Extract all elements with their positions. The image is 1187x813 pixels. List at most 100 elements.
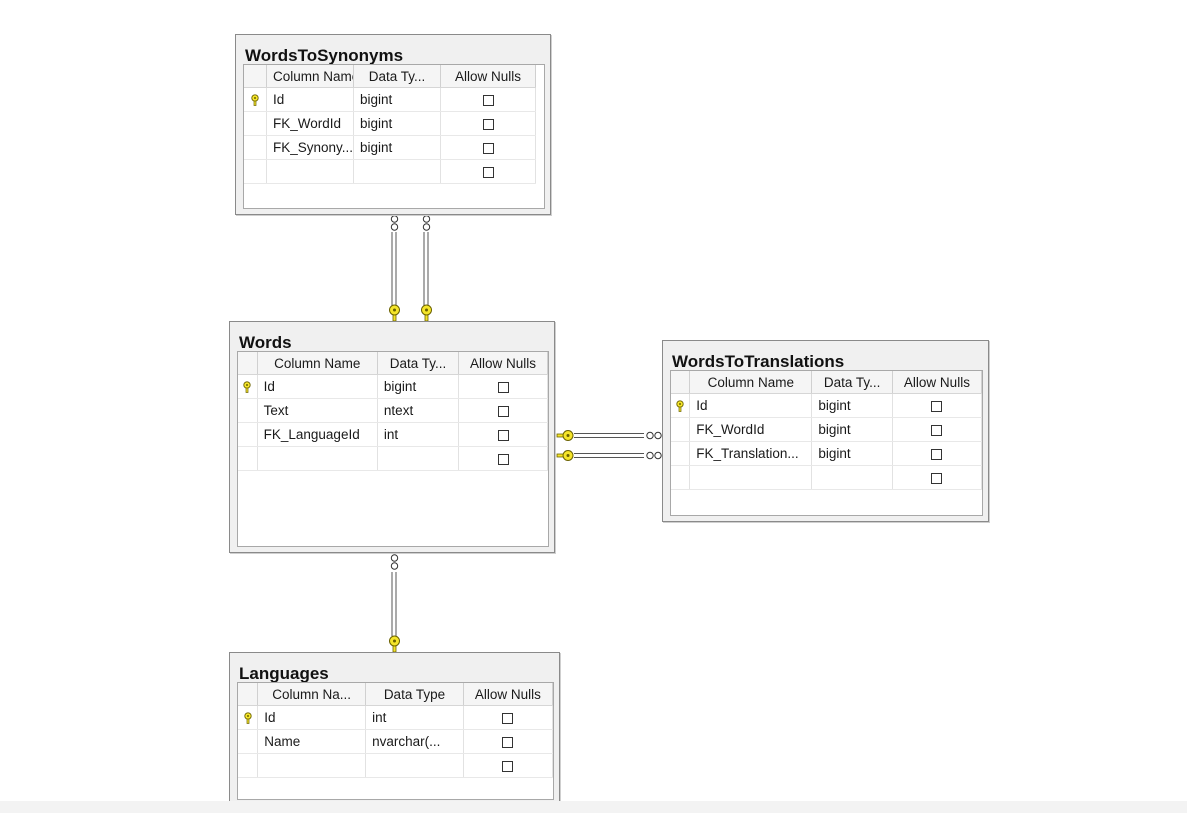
row-selector[interactable]	[238, 374, 258, 399]
relationship-synonyms-synonym[interactable]	[421, 215, 432, 322]
table-row[interactable]: FK_Translation...bigint	[671, 441, 983, 466]
data-type-cell[interactable]	[353, 159, 441, 184]
row-selector[interactable]	[238, 446, 258, 471]
allow-nulls-checkbox[interactable]	[502, 736, 514, 748]
allow-nulls-checkbox[interactable]	[482, 142, 494, 154]
row-selector[interactable]	[671, 465, 691, 490]
row-selector[interactable]	[238, 422, 258, 447]
data-type-cell[interactable]: int	[377, 422, 460, 447]
column-name-cell[interactable]: FK_WordId	[689, 417, 813, 442]
allow-nulls-header[interactable]: Allow Nulls	[440, 65, 536, 88]
allow-nulls-cell	[892, 465, 983, 490]
table-row-empty[interactable]	[671, 465, 983, 490]
relationship-word-language[interactable]	[389, 554, 400, 653]
row-selector[interactable]	[238, 729, 259, 754]
column-name-cell[interactable]: FK_Translation...	[689, 441, 813, 466]
allow-nulls-checkbox[interactable]	[482, 118, 494, 130]
column-name-cell[interactable]	[257, 446, 378, 471]
allow-nulls-checkbox[interactable]	[497, 453, 509, 465]
row-selector[interactable]	[238, 398, 258, 423]
column-name-cell[interactable]: Id	[257, 374, 378, 399]
column-name-cell[interactable]	[689, 465, 813, 490]
column-name-cell[interactable]: Id	[266, 87, 354, 112]
column-name-header[interactable]: Column Name	[689, 371, 813, 394]
data-type-cell[interactable]	[811, 465, 893, 490]
table-row-empty[interactable]	[238, 753, 554, 778]
allow-nulls-header[interactable]: Allow Nulls	[892, 371, 983, 394]
infinity-icon	[646, 451, 662, 460]
column-name-cell[interactable]: FK_LanguageId	[257, 422, 378, 447]
data-type-header[interactable]: Data Ty...	[377, 352, 460, 375]
row-selector[interactable]	[671, 417, 691, 442]
column-name-cell[interactable]: Id	[257, 705, 367, 730]
column-name-cell[interactable]: FK_Synony...	[266, 135, 354, 160]
data-type-cell[interactable]: bigint	[353, 111, 441, 136]
table-row-empty[interactable]	[244, 159, 536, 184]
column-name-header[interactable]: Column Name	[257, 352, 378, 375]
column-name-header[interactable]: Column Na...	[257, 683, 367, 706]
row-selector[interactable]	[244, 87, 267, 112]
row-selector[interactable]	[238, 753, 259, 778]
row-selector[interactable]	[671, 441, 691, 466]
data-type-header[interactable]: Data Ty...	[353, 65, 441, 88]
column-name-cell[interactable]	[257, 753, 367, 778]
table-row-empty[interactable]	[238, 446, 548, 471]
table-title: WordsToSynonyms	[245, 46, 404, 65]
row-selector[interactable]	[238, 705, 259, 730]
allow-nulls-checkbox[interactable]	[931, 400, 943, 412]
allow-nulls-checkbox[interactable]	[497, 405, 509, 417]
allow-nulls-checkbox[interactable]	[497, 429, 509, 441]
data-type-cell[interactable]: bigint	[811, 441, 893, 466]
allow-nulls-checkbox[interactable]	[502, 712, 514, 724]
allow-nulls-checkbox[interactable]	[482, 94, 494, 106]
data-type-cell[interactable]: ntext	[377, 398, 460, 423]
data-type-cell[interactable]: bigint	[353, 87, 441, 112]
allow-nulls-checkbox[interactable]	[931, 472, 943, 484]
row-selector[interactable]	[671, 393, 691, 418]
row-selector[interactable]	[244, 111, 267, 136]
allow-nulls-cell	[463, 753, 554, 778]
table-row[interactable]: FK_Synony...bigint	[244, 135, 536, 160]
column-name-cell[interactable]: FK_WordId	[266, 111, 354, 136]
row-selector[interactable]	[244, 135, 267, 160]
allow-nulls-checkbox[interactable]	[497, 381, 509, 393]
allow-nulls-checkbox[interactable]	[931, 448, 943, 460]
column-name-cell[interactable]	[266, 159, 354, 184]
allow-nulls-checkbox[interactable]	[931, 424, 943, 436]
column-name-cell[interactable]: Text	[257, 398, 378, 423]
allow-nulls-checkbox[interactable]	[502, 760, 514, 772]
data-type-cell[interactable]: bigint	[811, 393, 893, 418]
allow-nulls-header[interactable]: Allow Nulls	[458, 352, 548, 375]
data-type-cell[interactable]: bigint	[811, 417, 893, 442]
data-type-cell[interactable]	[377, 446, 460, 471]
column-name-cell[interactable]: Id	[689, 393, 813, 418]
row-selector[interactable]	[244, 159, 267, 184]
data-type-cell[interactable]: bigint	[353, 135, 441, 160]
allow-nulls-header[interactable]: Allow Nulls	[463, 683, 554, 706]
allow-nulls-checkbox[interactable]	[482, 166, 494, 178]
column-name-cell[interactable]: Name	[257, 729, 367, 754]
relationship-translations-translation[interactable]	[556, 450, 662, 461]
data-type-cell[interactable]: nvarchar(...	[365, 729, 464, 754]
data-type-cell[interactable]: bigint	[377, 374, 460, 399]
relationship-translations-word[interactable]	[556, 430, 662, 441]
data-type-cell[interactable]	[365, 753, 464, 778]
data-type-header[interactable]: Data Ty...	[811, 371, 893, 394]
data-type-header[interactable]: Data Type	[365, 683, 464, 706]
column-name-header[interactable]: Column Name	[266, 65, 354, 88]
data-type-cell[interactable]: int	[365, 705, 464, 730]
relationship-synonyms-word[interactable]	[389, 215, 400, 322]
